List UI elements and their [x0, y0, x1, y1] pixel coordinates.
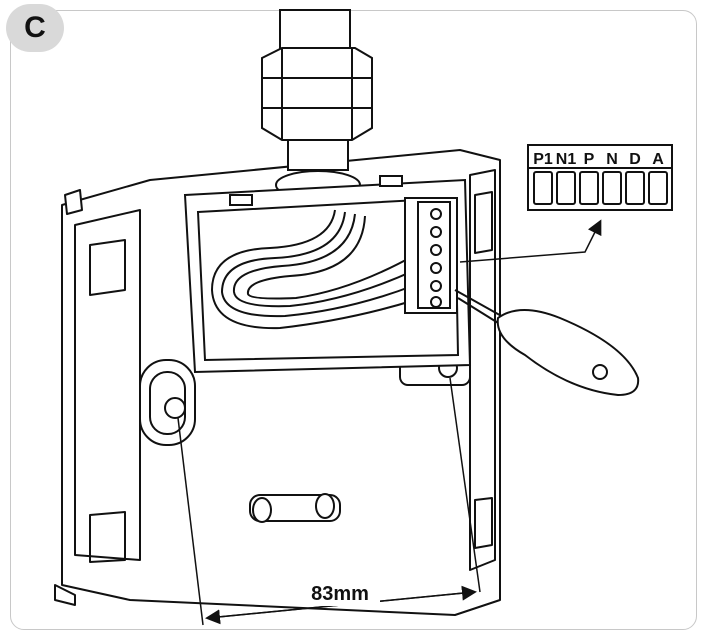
screwdriver — [454, 289, 640, 397]
terminal-housing — [183, 175, 472, 374]
terminal-label-p: P — [584, 151, 595, 168]
callout-leader — [459, 219, 602, 263]
panel-label: C — [24, 11, 46, 44]
terminal-label-p1: P1 — [533, 151, 553, 168]
terminal-block — [404, 197, 458, 314]
dimension-label-bg — [300, 580, 380, 606]
dimension-label: 83mm — [311, 583, 369, 605]
terminal-label-n1: N1 — [556, 151, 577, 168]
terminal-connector — [527, 144, 673, 211]
terminal-labels: P1 N1 P N D A — [533, 151, 664, 168]
cable-gland — [261, 9, 373, 200]
cable-bundle — [210, 209, 416, 330]
terminal-label-n: N — [606, 151, 618, 168]
mounting-slot-left — [139, 359, 196, 446]
terminal-label-d: D — [629, 151, 641, 168]
spirit-level — [249, 493, 341, 523]
figure-frame — [10, 10, 697, 630]
terminal-label-a: A — [652, 151, 664, 168]
panel-label-badge: C — [6, 4, 64, 52]
